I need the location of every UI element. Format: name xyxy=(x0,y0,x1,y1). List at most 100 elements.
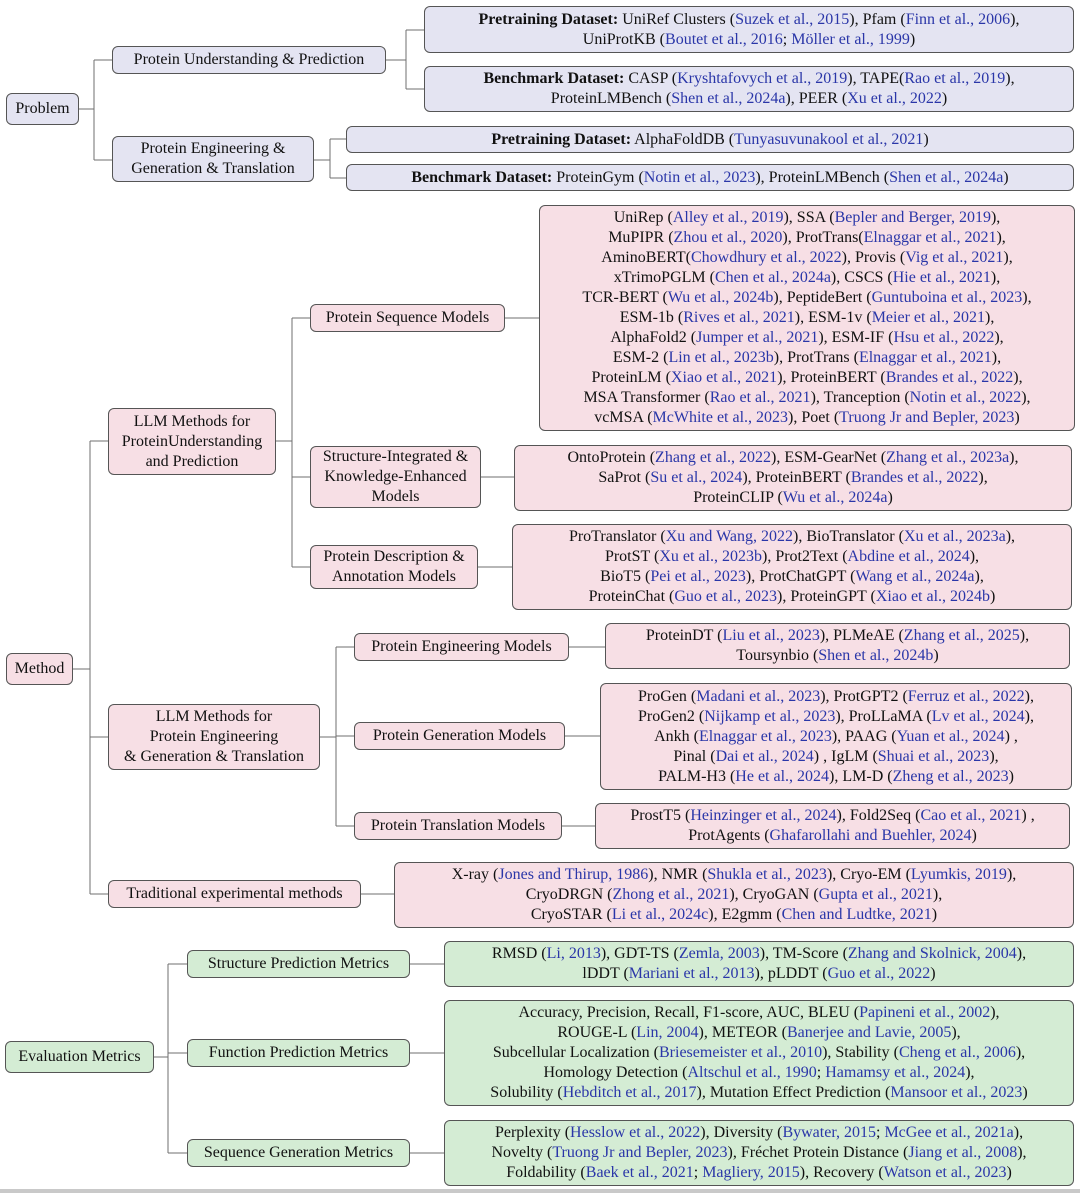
citation-link[interactable]: Shen et al., 2024b xyxy=(818,647,934,664)
citation-link[interactable]: Heinzinger et al., 2024 xyxy=(690,807,837,824)
citation-link[interactable]: Zhou et al., 2020 xyxy=(673,229,783,246)
citation-link[interactable]: Jumper et al., 2021 xyxy=(696,329,819,346)
citation-link[interactable]: Chen et al., 2024a xyxy=(714,269,831,286)
citation-link[interactable]: Xu et al., 2022 xyxy=(847,90,942,107)
citation-link[interactable]: Watson et al., 2023 xyxy=(883,1164,1007,1181)
citation-link[interactable]: Abdine et al., 2024 xyxy=(847,548,970,565)
citation-link[interactable]: Guo et al., 2022 xyxy=(827,965,931,982)
citation-link[interactable]: Hamamsy et al., 2024 xyxy=(825,1064,966,1081)
citation-link[interactable]: Hie et al., 2021 xyxy=(892,269,991,286)
citation-link[interactable]: Brandes et al., 2022 xyxy=(850,469,979,486)
citation-link[interactable]: Zhang et al., 2025 xyxy=(903,627,1020,644)
citation-link[interactable]: Dai et al., 2024 xyxy=(715,747,814,765)
citation-link[interactable]: Lin et al., 2023b xyxy=(668,349,774,366)
citation-link[interactable]: Notin et al., 2023 xyxy=(643,168,756,186)
citation-link[interactable]: Wu et al., 2024a xyxy=(782,489,888,506)
citation-link[interactable]: Li et al., 2024c xyxy=(611,906,709,923)
citation-link[interactable]: Elnaggar et al., 2023 xyxy=(698,727,832,745)
citation-link[interactable]: Wang et al., 2024a xyxy=(855,568,975,585)
citation-link[interactable]: Alley et al., 2019 xyxy=(672,209,784,226)
citation-link[interactable]: Meier et al., 2021 xyxy=(871,309,985,326)
leaf-text: MSA Transformer ( xyxy=(583,389,710,406)
citation-link[interactable]: Guo et al., 2023 xyxy=(674,588,778,605)
dataset-heading: Benchmark Dataset: xyxy=(483,70,625,87)
citation-link[interactable]: He et al., 2024 xyxy=(735,767,830,785)
citation-link[interactable]: Chowdhury et al., 2022 xyxy=(691,249,842,266)
citation-link[interactable]: Zhang and Skolnick, 2004 xyxy=(847,945,1017,962)
citation-link[interactable]: McWhite et al., 2023 xyxy=(652,409,789,426)
citation-link[interactable]: Notin et al., 2022 xyxy=(909,389,1022,406)
citation-link[interactable]: Magliery, 2015 xyxy=(702,1164,800,1181)
citation-link[interactable]: Suzek et al., 2015 xyxy=(735,10,850,28)
leaf-text: X-ray ( xyxy=(451,866,499,883)
citation-link[interactable]: Yuan et al., 2024 xyxy=(896,727,1005,745)
citation-link[interactable]: Papineni et al., 2002 xyxy=(859,1004,991,1021)
citation-link[interactable]: Altschul et al., 1990 xyxy=(687,1064,817,1081)
citation-link[interactable]: Zhang et al., 2022 xyxy=(655,449,772,466)
citation-link[interactable]: Mariani et al., 2013 xyxy=(628,965,755,982)
citation-link[interactable]: Finn et al., 2006 xyxy=(905,10,1011,28)
citation-link[interactable]: Shukla et al., 2023 xyxy=(707,866,827,883)
citation-link[interactable]: Jiang et al., 2008 xyxy=(908,1144,1018,1161)
citation-link[interactable]: Gupta et al., 2021 xyxy=(818,886,933,903)
citation-link[interactable]: Tunyasuvunakool et al., 2021 xyxy=(734,130,924,148)
citation-link[interactable]: Xu et al., 2023b xyxy=(659,548,762,565)
citation-link[interactable]: Truong Jr and Bepler, 2023 xyxy=(839,409,1015,426)
citation-link[interactable]: Elnaggar et al., 2021 xyxy=(858,349,992,366)
citation-link[interactable]: Bepler and Berger, 2019 xyxy=(834,209,991,226)
citation-link[interactable]: Su et al., 2024 xyxy=(650,469,743,486)
citation-link[interactable]: Lv et al., 2024 xyxy=(931,707,1025,725)
citation-link[interactable]: Zheng et al., 2023 xyxy=(892,767,1009,785)
citation-link[interactable]: Madani et al., 2023 xyxy=(696,687,821,705)
citation-link[interactable]: Rao et al., 2021 xyxy=(709,389,811,406)
citation-link[interactable]: Rives et al., 2021 xyxy=(683,309,795,326)
branch-label-line: Generation & Translation xyxy=(131,160,295,177)
citation-link[interactable]: Hebditch et al., 2017 xyxy=(562,1084,697,1101)
leaf-text: ), SSA ( xyxy=(783,209,835,226)
citation-link[interactable]: Vig et al., 2021 xyxy=(905,249,1004,266)
leaf-text: ), ProteinBERT ( xyxy=(742,469,851,486)
citation-link[interactable]: Cheng et al., 2006 xyxy=(898,1044,1016,1061)
citation-link[interactable]: Briesemeister et al., 2010 xyxy=(659,1044,823,1061)
citation-link[interactable]: Zhong et al., 2021 xyxy=(612,886,730,903)
citation-link[interactable]: Xu and Wang, 2022 xyxy=(665,528,793,545)
citation-link[interactable]: Xiao et al., 2021 xyxy=(670,369,778,386)
citation-link[interactable]: Xu et al., 2023a xyxy=(903,528,1006,545)
citation-link[interactable]: Shen et al., 2024a xyxy=(889,168,1004,186)
citation-link[interactable]: Shen et al., 2024a xyxy=(671,90,786,107)
citation-link[interactable]: Guntuboina et al., 2023 xyxy=(871,289,1023,306)
leaf-text: ProteinDT ( xyxy=(645,627,723,644)
citation-link[interactable]: Chen and Ludtke, 2021 xyxy=(781,906,932,923)
citation-link[interactable]: Lin, 2004 xyxy=(636,1024,699,1041)
citation-link[interactable]: Mansoor et al., 2023 xyxy=(890,1084,1023,1101)
citation-link[interactable]: Möller et al., 1999 xyxy=(791,30,910,48)
citation-link[interactable]: Truong Jr and Bepler, 2023 xyxy=(552,1144,728,1161)
citation-link[interactable]: Ghafarollahi and Buehler, 2024 xyxy=(769,827,972,844)
citation-link[interactable]: Rao et al., 2019 xyxy=(904,70,1006,87)
citation-link[interactable]: Zemla, 2003 xyxy=(678,945,760,962)
citation-link[interactable]: Jones and Thirup, 1986 xyxy=(498,866,649,883)
citation-link[interactable]: Elnaggar et al., 2021 xyxy=(863,229,997,246)
citation-link[interactable]: Pei et al., 2023 xyxy=(650,568,746,585)
leaf-protein-translation-models: ProstT5 (Heinzinger et al., 2024), Fold2… xyxy=(595,803,1070,849)
citation-link[interactable]: Nijkamp et al., 2023 xyxy=(704,707,836,725)
citation-link[interactable]: Shuai et al., 2023 xyxy=(877,747,990,765)
citation-link[interactable]: Hesslow et al., 2022 xyxy=(570,1124,701,1141)
citation-link[interactable]: Brandes et al., 2022 xyxy=(885,369,1014,386)
citation-link[interactable]: Xiao et al., 2024b xyxy=(875,588,991,605)
citation-link[interactable]: Li, 2013 xyxy=(546,945,601,962)
citation-link[interactable]: Kryshtafovych et al., 2019 xyxy=(677,70,848,87)
citation-link[interactable]: Boutet et al., 2016 xyxy=(665,30,783,48)
citation-link[interactable]: McGee et al., 2021a xyxy=(884,1124,1014,1141)
citation-link[interactable]: Banerjee and Lavie, 2005 xyxy=(786,1024,952,1041)
citation-link[interactable]: Zhang et al., 2023a xyxy=(886,449,1010,466)
citation-link[interactable]: Baek et al., 2021 xyxy=(585,1164,694,1181)
citation-link[interactable]: Bywater, 2015 xyxy=(782,1124,876,1141)
citation-link[interactable]: Liu et al., 2023 xyxy=(722,627,820,644)
citation-link[interactable]: Lyumkis, 2019 xyxy=(910,866,1007,883)
citation-link[interactable]: Hsu et al., 2022 xyxy=(893,329,995,346)
citation-link[interactable]: Ferruz et al., 2022 xyxy=(907,687,1025,705)
citation-link[interactable]: Cao et al., 2021 xyxy=(920,807,1022,824)
leaf-text: Homology Detection ( xyxy=(543,1064,688,1081)
citation-link[interactable]: Wu et al., 2024b xyxy=(667,289,774,306)
